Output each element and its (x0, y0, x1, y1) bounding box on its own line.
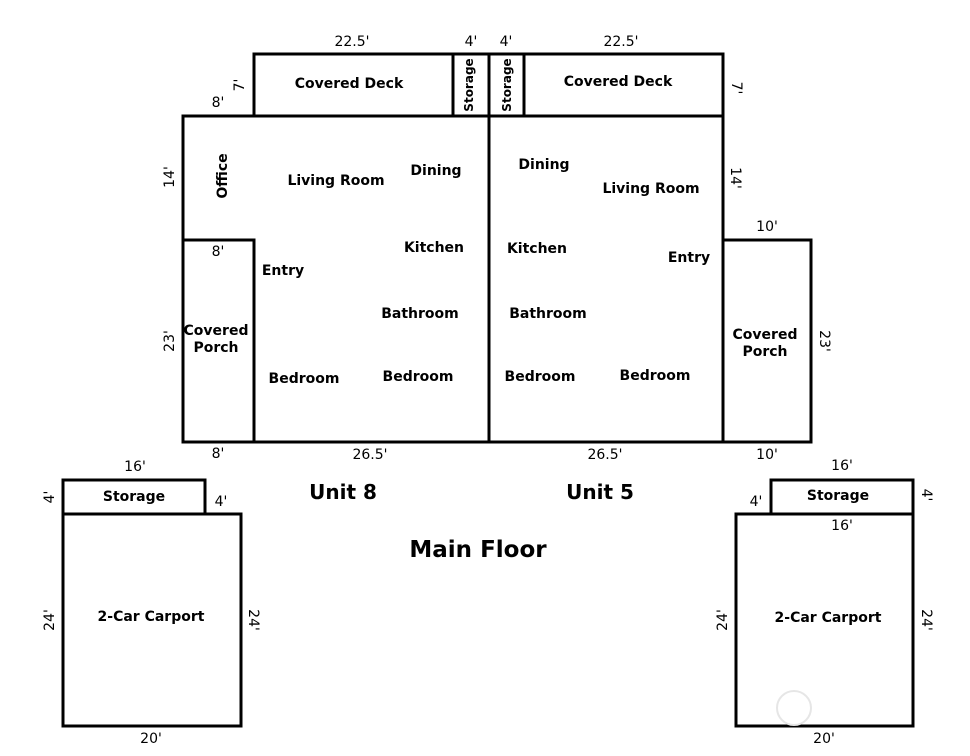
left-carport-storage-width-dim: 16' (124, 459, 146, 475)
right-carport-depth-right-dim: 24' (918, 609, 934, 631)
left-carport-depth-left-dim: 24' (42, 609, 58, 631)
unit-5-dining-label: Dining (518, 157, 569, 173)
right-carport-depth-left-dim: 24' (715, 609, 731, 631)
unit-5-storage-width-dim: 4' (500, 34, 513, 50)
unit-8-rooms: Covered Deck Storage Office Living Room … (184, 58, 476, 387)
unit-8-name: Unit 8 (309, 480, 377, 504)
unit-8-covered-deck-label: Covered Deck (295, 76, 404, 92)
unit-8-porch-label-line2: Porch (193, 340, 238, 356)
watermark-icon (776, 690, 812, 726)
unit-5-kitchen-label: Kitchen (507, 241, 567, 257)
right-carport-label: 2-Car Carport (775, 610, 882, 626)
unit-5-bedroom-2-label: Bedroom (620, 368, 691, 384)
unit-8-entry-label: Entry (262, 263, 304, 279)
unit-5-entry-label: Entry (668, 250, 710, 266)
unit-5-living-room-label: Living Room (602, 181, 699, 197)
right-carport-storage-depth-left-dim: 4' (750, 494, 763, 510)
unit-8-storage-width-dim: 4' (465, 34, 478, 50)
walls (61, 52, 915, 728)
left-carport-storage-label: Storage (103, 489, 165, 505)
unit-5-covered-deck-label: Covered Deck (564, 74, 673, 90)
unit-8-dining-label: Dining (410, 163, 461, 179)
unit-8-width-dim: 26.5' (352, 447, 387, 463)
unit-8-office-label: Office (215, 153, 231, 198)
right-carport-storage-width-bottom-dim: 16' (831, 518, 853, 534)
unit-8-porch-label-line1: Covered (184, 323, 249, 339)
left-carport-outline (61, 512, 243, 728)
unit-8-porch-width-bottom-dim: 8' (212, 446, 225, 462)
left-carport-depth-right-dim: 24' (245, 609, 261, 631)
left-carport-storage-depth-left-dim: 4' (42, 491, 58, 504)
left-carport-label: 2-Car Carport (98, 609, 205, 625)
unit-5-porch-outline (721, 238, 813, 444)
right-carport-storage-width-top-dim: 16' (831, 458, 853, 474)
unit-5-deck-depth-dim: 7' (728, 82, 744, 95)
unit-5-bathroom-label: Bathroom (509, 306, 587, 322)
left-carport: Storage 2-Car Carport 16' 4' 4' 24' 24' … (42, 459, 261, 747)
unit-8-top-left-width-dim: 8' (212, 95, 225, 111)
unit-8-dimensions: 22.5' 4' 7' 8' 14' 8' 23' 8' 26.5' (162, 34, 477, 463)
unit-5-deck-outline (522, 52, 725, 118)
unit-5-dimensions: 4' 22.5' 7' 14' 10' 23' 10' 26.5' (500, 34, 832, 463)
unit-5-name: Unit 5 (566, 480, 634, 504)
unit-8-deck-depth-dim: 7' (232, 79, 248, 92)
unit-8-porch-width-top-dim: 8' (212, 244, 225, 260)
unit-5-porch-width-bottom-dim: 10' (756, 447, 778, 463)
unit-5-width-dim: 26.5' (587, 447, 622, 463)
right-carport-outline (734, 512, 915, 728)
right-carport-width-dim: 20' (813, 731, 835, 747)
left-carport-storage-depth-right-dim: 4' (215, 494, 228, 510)
plan-title: Main Floor (409, 537, 547, 563)
unit-8-storage-label: Storage (462, 58, 476, 111)
unit-5-porch-label-line1: Covered (733, 327, 798, 343)
unit-8-bedroom-2-label: Bedroom (383, 369, 454, 385)
right-carport-storage-depth-right-dim: 4' (918, 489, 934, 502)
unit-5-bedroom-1-label: Bedroom (505, 369, 576, 385)
unit-5-porch-width-top-dim: 10' (756, 219, 778, 235)
unit-8-deck-width-dim: 22.5' (334, 34, 369, 50)
unit-5-rooms: Covered Deck Storage Dining Living Room … (500, 58, 797, 385)
unit-5-porch-depth-dim: 23' (816, 330, 832, 352)
unit-8-bathroom-label: Bathroom (381, 306, 459, 322)
right-carport-storage-label: Storage (807, 488, 869, 504)
unit-5-living-depth-dim: 14' (727, 167, 743, 189)
unit-5-storage-label: Storage (500, 58, 514, 111)
unit-8-living-room-label: Living Room (287, 173, 384, 189)
unit-5-deck-width-dim: 22.5' (603, 34, 638, 50)
unit-8-bedroom-1-label: Bedroom (269, 371, 340, 387)
unit-8-porch-depth-dim: 23' (162, 330, 178, 352)
unit-8-living-depth-dim: 14' (162, 166, 178, 188)
unit-8-kitchen-label: Kitchen (404, 240, 464, 256)
left-carport-width-dim: 20' (140, 731, 162, 747)
unit-5-porch-label-line2: Porch (742, 344, 787, 360)
right-carport: Storage 2-Car Carport 16' 16' 4' 4' 24' … (715, 458, 934, 747)
unit-8-porch-outline (181, 238, 256, 444)
